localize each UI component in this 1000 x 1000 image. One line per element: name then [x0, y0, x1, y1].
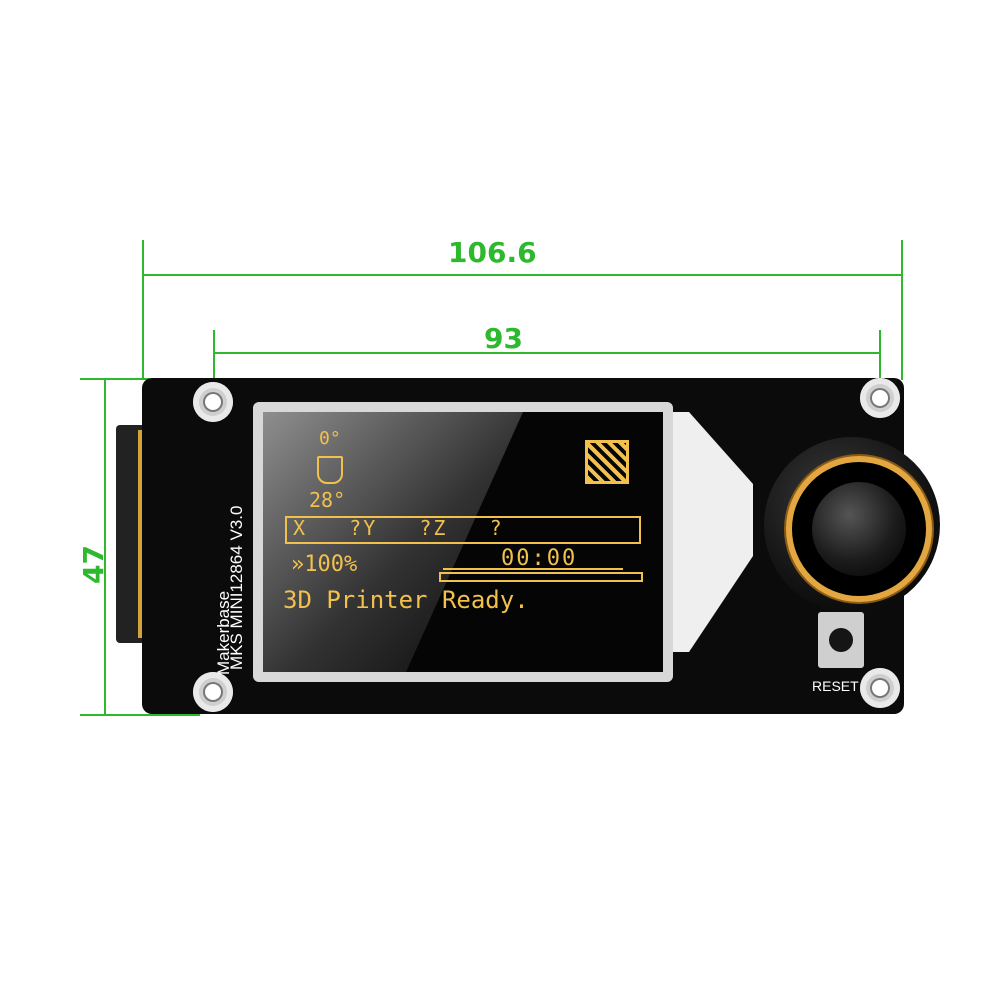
- status-message: 3D Printer Ready.: [283, 586, 529, 614]
- feedrate: »100%: [291, 552, 358, 577]
- bed-temp: 28°: [309, 488, 346, 512]
- width-extension-left: [142, 240, 144, 378]
- mounting-hole-top-left: [193, 382, 233, 422]
- hole-dimension-line: [213, 352, 881, 354]
- fan-icon: [585, 440, 629, 484]
- height-dimension-line: [104, 378, 106, 716]
- width-dimension-line: [142, 274, 903, 276]
- axis-row: X ?Y ?Z ?: [293, 516, 504, 540]
- print-time: 00:00: [501, 546, 578, 571]
- height-dimension-label: 47: [76, 545, 110, 584]
- reset-label: RESET: [812, 678, 859, 694]
- mounting-hole-bottom-left: [193, 672, 233, 712]
- hole-dimension-label: 93: [484, 322, 523, 355]
- width-extension-right: [901, 240, 903, 380]
- hotend-icon: [317, 456, 343, 484]
- height-extension-bottom: [80, 714, 200, 716]
- hotend-temp: 0°: [319, 428, 341, 449]
- height-extension-top: [80, 378, 150, 380]
- reset-button[interactable]: [818, 612, 864, 668]
- axis-box: [285, 516, 641, 544]
- knob-cap[interactable]: [812, 482, 906, 576]
- hole-extension-left: [213, 330, 215, 388]
- mounting-hole-bottom-right: [860, 668, 900, 708]
- silk-model-label: MKS MINI12864 V3.0: [227, 505, 246, 670]
- lcd-screen: 0° 28° X ?Y ?Z ? »100% 00:00 3D Printer …: [263, 412, 663, 672]
- hole-extension-right: [879, 330, 881, 388]
- width-dimension-label: 106.6: [448, 236, 537, 269]
- sd-card-connector: [116, 425, 146, 643]
- mounting-hole-top-right: [860, 378, 900, 418]
- progress-bar: [439, 572, 643, 582]
- time-underline: [443, 568, 623, 570]
